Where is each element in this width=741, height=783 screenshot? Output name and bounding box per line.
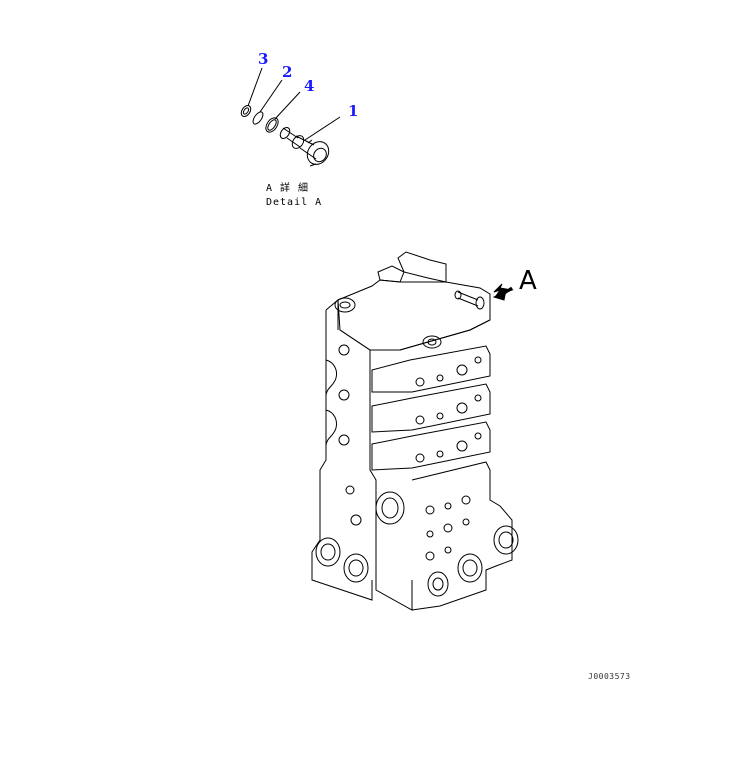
view-letter: A: [519, 266, 537, 296]
part-1-plug: [279, 127, 330, 167]
callout-1: 1: [348, 102, 359, 120]
callout-4: 4: [304, 77, 315, 95]
part-4-ring: [265, 117, 279, 133]
valve-ports: [315, 491, 519, 597]
drawing-id: J0003573: [588, 672, 631, 681]
part-3-ring: [240, 105, 252, 117]
leader-1: [304, 116, 341, 141]
detail-label-en: Detail A: [266, 197, 323, 208]
detail-a-plug-location: [454, 290, 485, 310]
leader-3: [247, 67, 263, 107]
leader-2: [259, 79, 283, 113]
valve-section-plates: [371, 345, 491, 471]
view-arrow: [492, 283, 514, 301]
callout-3: 3: [258, 50, 269, 68]
callout-2: 2: [282, 63, 293, 81]
detail-a-parts: [240, 67, 341, 167]
leader-4: [274, 91, 301, 120]
control-valve-assembly: [311, 251, 519, 611]
detail-label-jp: A 詳 細: [266, 183, 310, 194]
part-2-oring: [252, 111, 264, 125]
